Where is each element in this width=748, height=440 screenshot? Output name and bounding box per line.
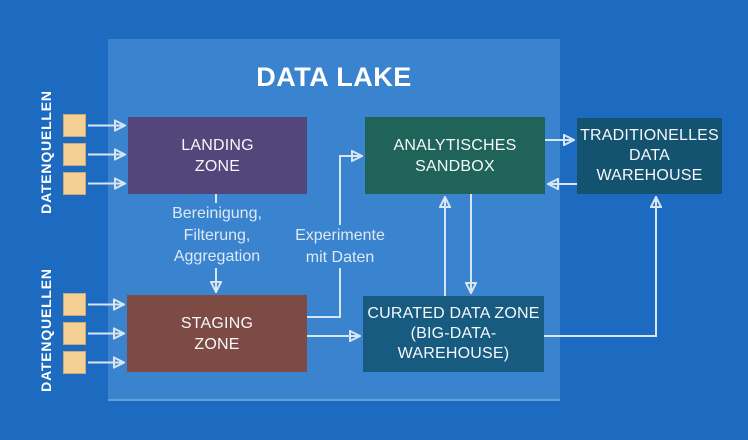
- staging-zone-label-line1: STAGING: [180, 314, 254, 332]
- analytic-sandbox-box: ANALYTISCHES SANDBOX: [365, 117, 545, 194]
- curated-zone-box: CURATED DATA ZONE (BIG-DATA- WAREHOUSE): [363, 296, 544, 372]
- bereinigung-annotation: Bereinigung, Filterung, Aggregation: [163, 203, 271, 268]
- traditional-dwh-label-line3: WAREHOUSE: [596, 167, 703, 184]
- analytic-sandbox-label-line1: ANALYTISCHES: [393, 136, 517, 154]
- staging-zone-label-line2: ZONE: [194, 335, 240, 353]
- bereinigung-line3: Aggregation: [173, 248, 261, 265]
- diagram-title: DATA LAKE: [256, 62, 412, 92]
- experimente-line1: Experimente: [295, 227, 385, 244]
- bereinigung-line2: Filterung,: [183, 226, 251, 244]
- bereinigung-line1: Bereinigung,: [172, 205, 262, 222]
- landing-zone-box: LANDING ZONE: [128, 117, 307, 194]
- curated-zone-label-line1: CURATED DATA ZONE: [367, 305, 540, 322]
- landing-zone-label-line1: LANDING: [181, 136, 254, 154]
- source-square-icon: [63, 172, 86, 195]
- source-square-icon: [63, 351, 86, 374]
- arrow-curated-to-traditional: [543, 199, 656, 337]
- source-square-icon: [63, 143, 86, 166]
- curated-zone-label-line3: WAREHOUSE): [397, 345, 510, 362]
- traditional-dwh-box: TRADITIONELLES DATA WAREHOUSE: [577, 118, 722, 194]
- curated-zone-label-line2: (BIG-DATA-: [410, 325, 497, 342]
- source-square-icon: [63, 293, 86, 316]
- traditional-dwh-label-line1: TRADITIONELLES: [580, 127, 719, 144]
- landing-zone-label-line2: ZONE: [194, 157, 241, 175]
- traditional-dwh-label-line2: DATA: [628, 147, 671, 164]
- source-square-icon: [63, 322, 86, 345]
- experimente-annotation: Experimente mit Daten: [287, 225, 393, 268]
- analytic-sandbox-label-line2: SANDBOX: [415, 157, 495, 175]
- experimente-line2: mit Daten: [305, 248, 375, 266]
- datenquellen-label-top: DATENQUELLEN: [38, 90, 54, 214]
- datenquellen-label-bottom: DATENQUELLEN: [38, 268, 54, 392]
- source-square-icon: [63, 114, 86, 137]
- staging-zone-box: STAGING ZONE: [127, 295, 307, 372]
